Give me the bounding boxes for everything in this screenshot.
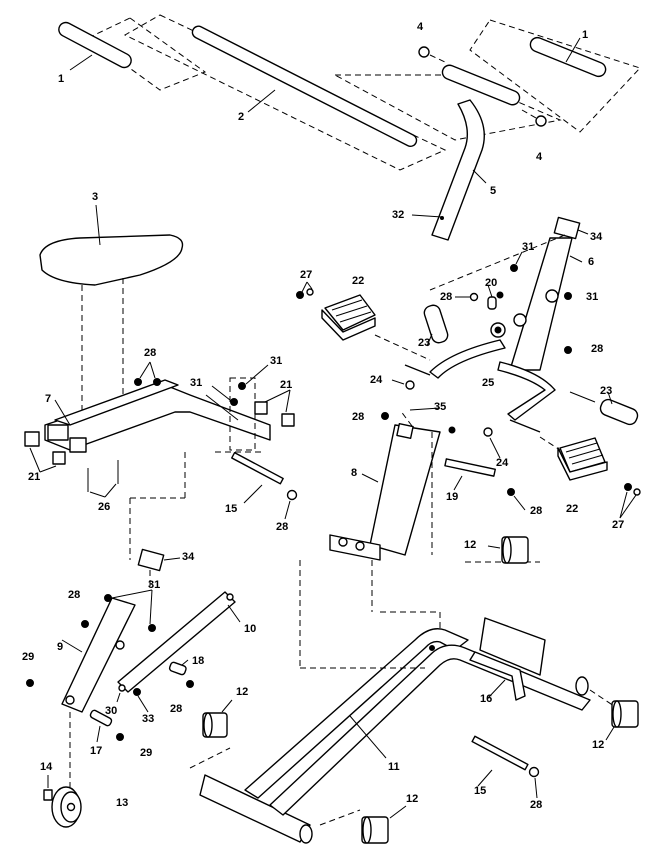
pedals bbox=[321, 294, 608, 481]
main-base-frame bbox=[189, 560, 621, 844]
pedal-hardware-27 bbox=[296, 281, 641, 519]
crossbar-tube bbox=[123, 14, 447, 171]
label-3: 3 bbox=[92, 191, 98, 203]
label-24: 24 bbox=[496, 457, 509, 469]
label-23: 23 bbox=[418, 337, 430, 349]
label-32: 32 bbox=[392, 209, 404, 221]
label-4: 4 bbox=[536, 151, 543, 163]
seat-frame bbox=[44, 379, 271, 453]
label-23: 23 bbox=[600, 385, 612, 397]
label-19: 19 bbox=[446, 491, 458, 503]
axle-15-lower bbox=[471, 735, 540, 799]
nut-4 bbox=[418, 46, 547, 127]
label-15: 15 bbox=[225, 503, 237, 515]
label-28: 28 bbox=[144, 347, 156, 359]
label-14: 14 bbox=[40, 761, 53, 773]
label-5: 5 bbox=[490, 185, 496, 197]
wheel-13 bbox=[43, 775, 82, 828]
label-10: 10 bbox=[244, 623, 256, 635]
label-18: 18 bbox=[192, 655, 204, 667]
nuts-28-31-left bbox=[134, 361, 269, 451]
pivot-arm bbox=[26, 548, 181, 741]
front-fork bbox=[329, 407, 456, 612]
end-caps-21 bbox=[24, 389, 295, 473]
label-27: 27 bbox=[300, 269, 312, 281]
label-31: 31 bbox=[190, 377, 202, 389]
axle-19 bbox=[444, 458, 496, 491]
label-8: 8 bbox=[351, 467, 357, 479]
label-12: 12 bbox=[236, 686, 248, 698]
connecting-link bbox=[116, 591, 241, 713]
label-16: 16 bbox=[480, 693, 492, 705]
label-25: 25 bbox=[482, 377, 494, 389]
crank-assembly bbox=[429, 251, 572, 421]
label-28: 28 bbox=[530, 505, 542, 517]
label-29: 29 bbox=[140, 747, 152, 759]
label-12: 12 bbox=[464, 539, 476, 551]
label-28: 28 bbox=[530, 799, 542, 811]
label-4: 4 bbox=[417, 21, 424, 33]
label-34: 34 bbox=[182, 551, 195, 563]
label-17: 17 bbox=[90, 745, 102, 757]
label-28: 28 bbox=[170, 703, 182, 715]
label-9: 9 bbox=[57, 641, 63, 653]
label-28: 28 bbox=[276, 521, 288, 533]
handlebar-grip-right bbox=[469, 19, 641, 133]
label-26: 26 bbox=[98, 501, 110, 513]
label-1: 1 bbox=[58, 73, 64, 85]
label-20: 20 bbox=[485, 277, 497, 289]
label-29: 29 bbox=[22, 651, 34, 663]
label-28: 28 bbox=[591, 343, 603, 355]
label-21: 21 bbox=[280, 379, 292, 391]
bushing-12-left bbox=[202, 699, 233, 738]
bushings-12-right bbox=[361, 536, 639, 844]
pin-17 bbox=[69, 709, 113, 790]
label-28: 28 bbox=[440, 291, 452, 303]
label-24: 24 bbox=[370, 374, 383, 386]
label-7: 7 bbox=[45, 393, 51, 405]
label-22: 22 bbox=[566, 503, 578, 515]
part-labels: 1 1 2 3 4 4 5 6 7 8 9 10 11 12 12 12 12 … bbox=[22, 21, 624, 811]
label-30: 30 bbox=[105, 705, 117, 717]
axle-15-upper bbox=[129, 451, 298, 560]
label-1: 1 bbox=[582, 29, 588, 41]
label-31: 31 bbox=[586, 291, 598, 303]
label-11: 11 bbox=[388, 761, 400, 773]
label-31: 31 bbox=[522, 241, 534, 253]
label-31: 31 bbox=[148, 579, 160, 591]
label-6: 6 bbox=[588, 256, 594, 268]
seat bbox=[39, 204, 184, 415]
label-15: 15 bbox=[474, 785, 486, 797]
steering-column bbox=[429, 216, 589, 371]
screws-26 bbox=[87, 460, 119, 498]
label-22: 22 bbox=[352, 275, 364, 287]
label-31: 31 bbox=[270, 355, 282, 367]
pedal-arm-pins bbox=[404, 304, 639, 433]
label-28: 28 bbox=[352, 411, 364, 423]
label-12: 12 bbox=[592, 739, 604, 751]
label-13: 13 bbox=[116, 797, 128, 809]
label-35: 35 bbox=[434, 401, 446, 413]
label-33: 33 bbox=[142, 713, 154, 725]
handlebar-grip-left bbox=[58, 17, 207, 91]
label-2: 2 bbox=[238, 111, 244, 123]
label-34: 34 bbox=[590, 231, 603, 243]
label-28: 28 bbox=[68, 589, 80, 601]
label-21: 21 bbox=[28, 471, 40, 483]
washers-24 bbox=[381, 379, 526, 511]
center-handlebar-post bbox=[334, 64, 562, 241]
label-12: 12 bbox=[406, 793, 418, 805]
label-27: 27 bbox=[612, 519, 624, 531]
